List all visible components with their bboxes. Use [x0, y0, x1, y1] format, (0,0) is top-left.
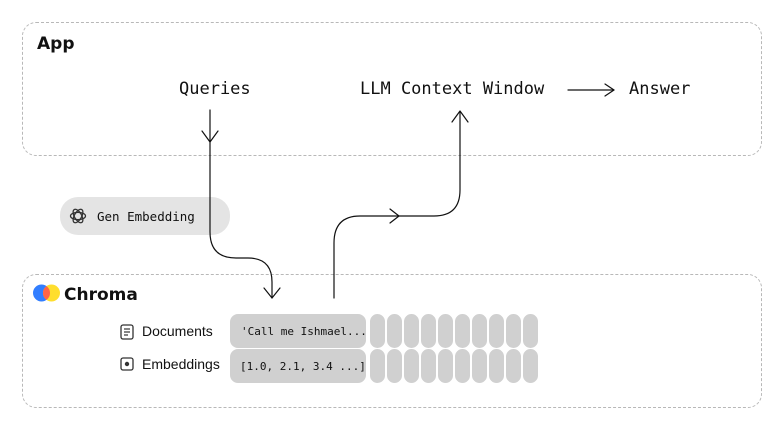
- embedding-icon: [120, 357, 134, 371]
- embedding-cell-text: [1.0, 2.1, 3.4 ...]: [240, 360, 366, 373]
- llm-up-arrowhead: [451, 110, 469, 123]
- placeholder-cell: [370, 349, 385, 383]
- answer-node: Answer: [629, 79, 691, 99]
- right-arrowhead: [389, 208, 400, 224]
- embeddings-label: Embeddings: [142, 356, 220, 372]
- placeholder-cell: [421, 314, 436, 348]
- placeholder-cell: [506, 314, 521, 348]
- queries-node: Queries: [179, 79, 251, 99]
- placeholder-cell: [472, 314, 487, 348]
- chroma-down-arrowhead: [263, 287, 281, 299]
- placeholder-cell: [438, 349, 453, 383]
- placeholder-cell: [455, 314, 470, 348]
- placeholder-cell: [455, 349, 470, 383]
- placeholder-cell: [370, 314, 385, 348]
- placeholder-cell: [472, 349, 487, 383]
- placeholder-cell: [489, 349, 504, 383]
- query-to-chroma-line: [209, 109, 273, 299]
- placeholder-cell: [421, 349, 436, 383]
- placeholder-cell: [387, 314, 402, 348]
- placeholder-cell: [506, 349, 521, 383]
- chroma-to-llm-line: [333, 111, 461, 299]
- placeholder-cell: [387, 349, 402, 383]
- placeholder-cell: [438, 314, 453, 348]
- document-cell-text: 'Call me Ishmael...: [241, 325, 367, 338]
- app-title: App: [37, 34, 75, 54]
- chroma-title: Chroma: [64, 285, 138, 305]
- placeholder-cell: [404, 349, 419, 383]
- answer-arrowhead: [604, 83, 615, 97]
- gen-embedding-label: Gen Embedding: [97, 209, 195, 224]
- llm-context-window-node: LLM Context Window: [360, 79, 545, 99]
- embedding-cell: [230, 349, 366, 383]
- chroma-logo-icon: [33, 284, 60, 302]
- query-down-arrowhead: [201, 130, 219, 143]
- placeholder-cell: [523, 349, 538, 383]
- openai-icon: [69, 208, 87, 224]
- document-cell: [230, 314, 366, 348]
- documents-label: Documents: [142, 323, 213, 339]
- app-container: [22, 22, 762, 156]
- chroma-container: [22, 274, 762, 408]
- placeholder-cell: [523, 314, 538, 348]
- placeholder-cell: [489, 314, 504, 348]
- document-icon: [120, 324, 134, 340]
- gen-embedding-pill: [60, 197, 230, 235]
- placeholder-cell: [404, 314, 419, 348]
